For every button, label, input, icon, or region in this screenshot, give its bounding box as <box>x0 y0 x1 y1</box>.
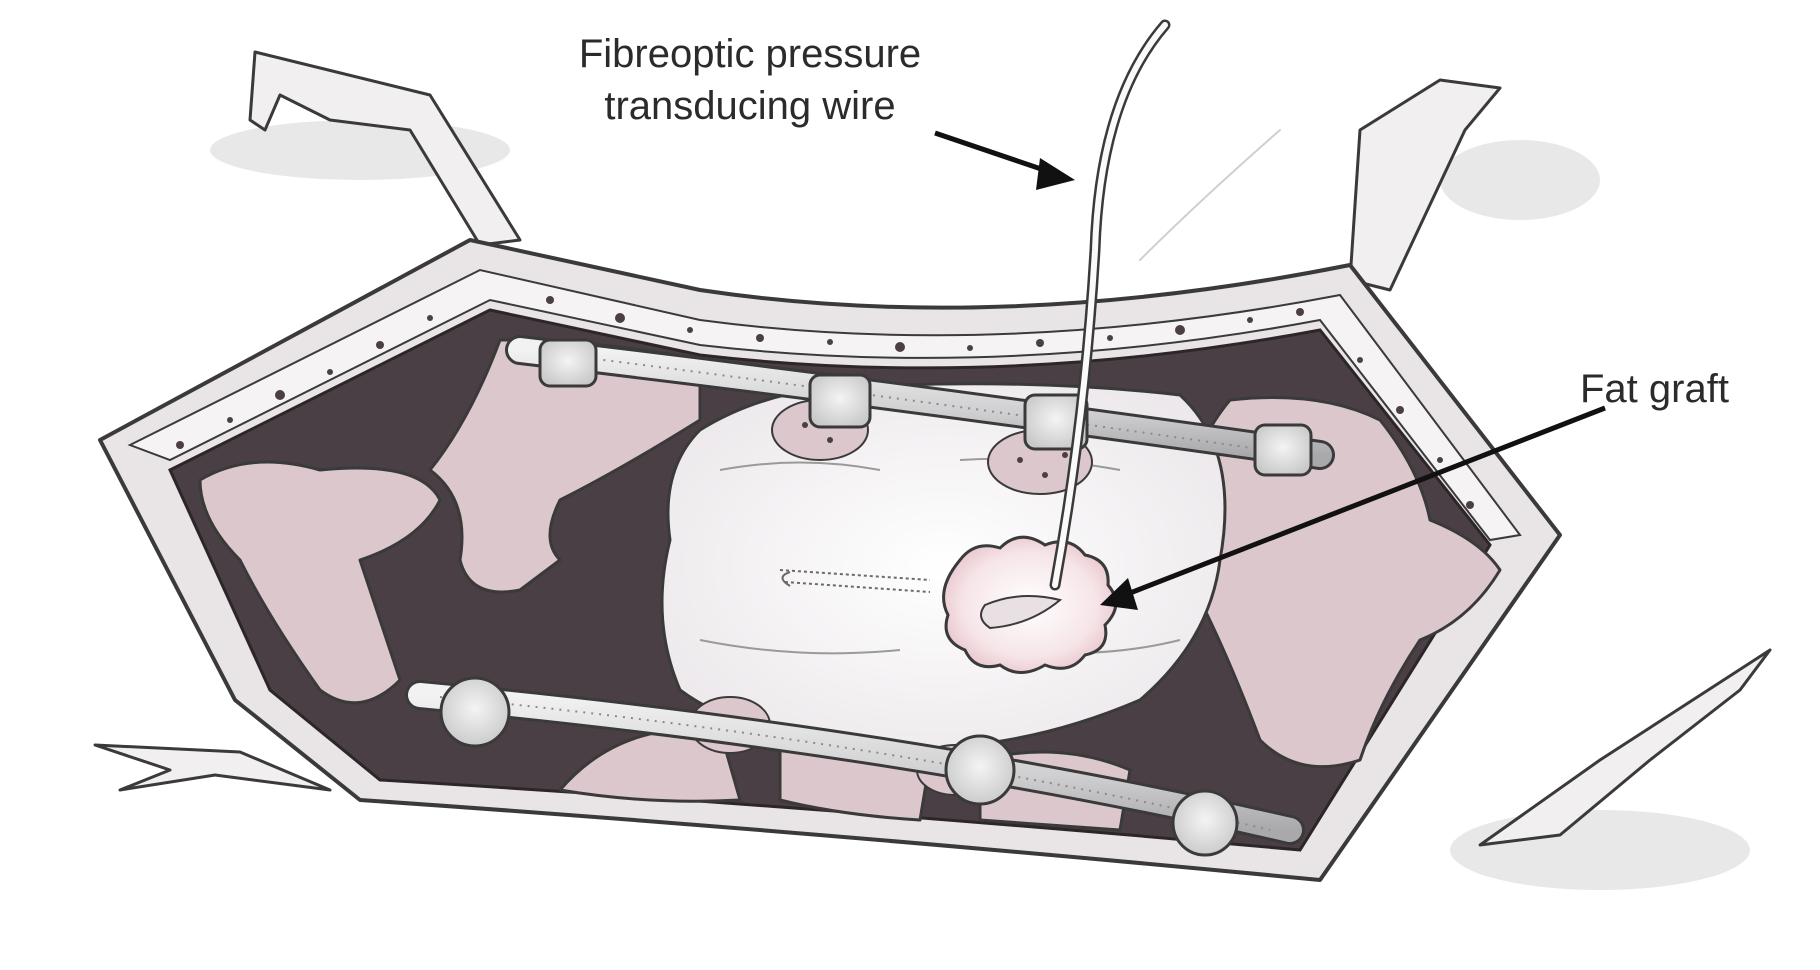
wire-arrow-head <box>1036 158 1075 190</box>
fibreoptic-wire <box>1049 19 1281 591</box>
wire-label-line2: transducing wire <box>604 84 896 128</box>
wire-label: Fibreoptic pressure transducing wire <box>520 28 980 132</box>
fat-graft-label: Fat graft <box>1580 367 1729 411</box>
paraspinal-muscle <box>198 338 1502 832</box>
skin-edge-texture <box>176 296 1474 509</box>
dura-suture <box>779 569 931 593</box>
lower-screw-caps <box>439 676 1239 857</box>
fat-arrow-line <box>1124 405 1606 598</box>
fat-graft-fold <box>980 595 1063 630</box>
retractor-flaps <box>93 50 1772 847</box>
upper-screw-heads <box>538 338 1313 477</box>
upper-rod <box>505 335 1335 470</box>
skin-edge-band <box>127 268 1522 542</box>
wire-label-line1: Fibreoptic pressure <box>578 32 922 76</box>
lower-rod <box>405 680 1305 845</box>
fat-arrow-head <box>1100 578 1138 610</box>
wire-arrow-line <box>934 130 1051 175</box>
label-arrows <box>934 130 1606 610</box>
